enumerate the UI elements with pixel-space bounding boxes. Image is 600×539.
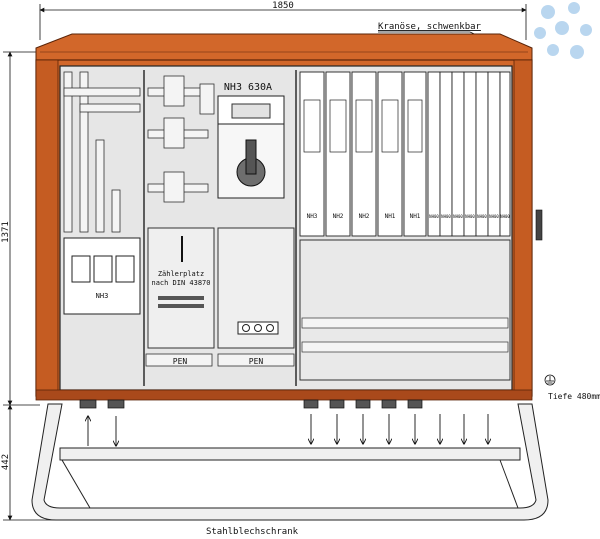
meter-space: Zählerplatz nach DIN 43870 (147, 227, 215, 349)
depth-label: Tiefe 480mm (548, 392, 600, 401)
pen-label-1: PEN (173, 357, 188, 366)
cabinet-roof (35, 33, 533, 61)
dimension-height-label: 1371 (1, 221, 11, 243)
fuse-label: NH1 (385, 213, 396, 220)
left-door (35, 59, 59, 397)
vertical-busbars (63, 71, 141, 233)
cabinet-plinth (35, 389, 533, 401)
left-fuse-label: NH3 (96, 292, 109, 300)
meter-label-line1: Zählerplatz (158, 270, 204, 278)
busbar-holders (147, 75, 215, 203)
fuse-label: NH2 (359, 213, 370, 220)
cabinet-type-label: Stahlblechschrank (206, 527, 299, 537)
cabinet-stand (31, 403, 549, 521)
cable-glands-right (303, 399, 423, 409)
pen-label-2: PEN (249, 357, 264, 366)
fuse-label: NH00 (465, 214, 475, 219)
right-door (513, 59, 533, 397)
fuse-label: NH3 (307, 213, 318, 220)
door-handle[interactable] (535, 209, 543, 241)
cable-glands-left (79, 399, 125, 409)
fuse-label: NH1 (410, 213, 421, 220)
fuse-label: NH00 (500, 214, 510, 219)
dimension-width (39, 4, 527, 40)
meter-label-line2: nach DIN 43870 (151, 279, 210, 287)
terminal-block (217, 227, 295, 349)
stand-braces (61, 459, 519, 509)
cable-compartment (299, 239, 511, 381)
terminal-rails (301, 317, 509, 353)
switch-knob-icon[interactable] (236, 139, 266, 187)
brand-watermark-icon (534, 2, 592, 59)
fuse-label: NH00 (477, 214, 487, 219)
fuse-label: NH00 (489, 214, 499, 219)
crane-eye-label: Kranöse, schwenkbar (378, 22, 482, 32)
dimension-width-label: 1850 (272, 1, 294, 11)
fuse-labels: NH3 NH2 NH2 NH1 NH1 NH00 NH00 NH00 NH00 … (307, 213, 511, 220)
dimension-leg-height-label: 442 (1, 454, 11, 470)
cable-arrows (88, 414, 488, 446)
fuse-label: NH00 (441, 214, 451, 219)
fuse-strips (299, 71, 511, 237)
main-switch-label: NH3 630A (224, 82, 272, 93)
left-fuse-unit: NH3 (63, 237, 141, 315)
fuse-label: NH2 (333, 213, 344, 220)
fuse-label: NH00 (429, 214, 439, 219)
fuse-label: NH00 (453, 214, 463, 219)
pen-bars (145, 353, 295, 367)
ground-icon (544, 374, 556, 386)
fuse-windows (303, 99, 423, 153)
